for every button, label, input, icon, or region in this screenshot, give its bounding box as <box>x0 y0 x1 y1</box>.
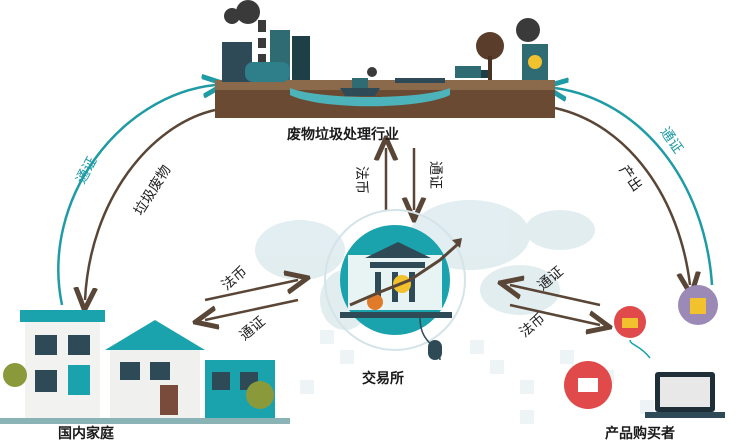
arrow-right-fiat <box>509 303 600 325</box>
arc-left-inner-brown <box>85 108 216 300</box>
edge-label-center-up: 法币 <box>353 166 369 194</box>
node-label-households: 国内家庭 <box>58 426 114 442</box>
node-label-buyers: 产品购买者 <box>605 426 675 442</box>
exchange-illustration <box>324 209 466 361</box>
arrow-left-fiat <box>204 280 298 302</box>
waste-industry-illustration <box>215 0 555 118</box>
node-label-waste-industry: 废物垃圾处理行业 <box>287 127 399 143</box>
buyers-illustration <box>564 285 725 418</box>
arrow-right-token <box>510 285 601 307</box>
arc-right-outer-teal <box>555 88 714 286</box>
arc-left-outer-teal <box>57 85 215 306</box>
edge-label-center-down: 通证 <box>427 161 443 189</box>
arrow-left-token <box>205 298 299 320</box>
households-illustration <box>0 310 290 424</box>
arc-right-inner-brown <box>554 106 690 285</box>
pixel-grid-decoration <box>300 330 654 424</box>
node-label-exchange: 交易所 <box>362 371 404 387</box>
